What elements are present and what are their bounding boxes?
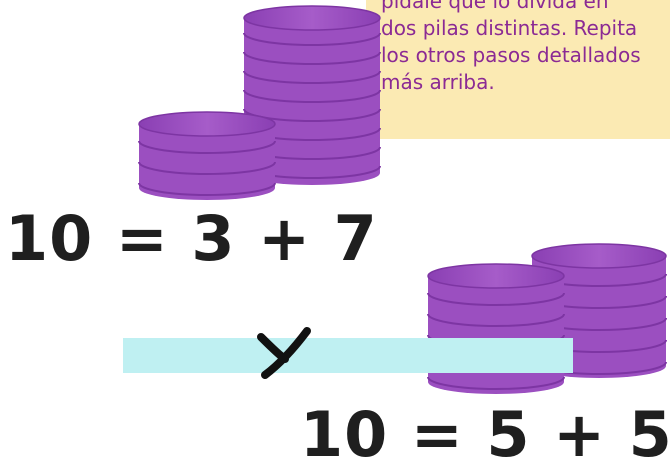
- coin-edge: [243, 70, 381, 84]
- coin-stack-7: [243, 5, 381, 185]
- coin-stack-5-left: [427, 263, 565, 394]
- coin-stack-body: [428, 276, 564, 394]
- coin-top: [427, 263, 565, 289]
- instruction-text: pídale que lo divida en dos pilas distin…: [381, 0, 641, 94]
- instruction-note: [366, 0, 670, 139]
- connector-y: Y: [255, 325, 311, 379]
- coin-edge: [138, 182, 276, 196]
- coin-stack-3: [138, 111, 276, 200]
- coin-top: [138, 111, 276, 137]
- equation-ten-equals-three-plus-seven: 10 = 3 + 7: [5, 202, 378, 275]
- highlight-bar: [123, 338, 573, 373]
- coin-top: [531, 243, 667, 269]
- equation-ten-equals-five-plus-five: 10 = 5 + 5: [300, 398, 670, 471]
- coin-edge: [427, 292, 565, 306]
- coin-edge: [243, 51, 381, 65]
- coin-edge: [138, 140, 276, 154]
- coin-edge: [427, 313, 565, 327]
- coin-edge: [138, 161, 276, 175]
- coin-edge: [243, 89, 381, 103]
- coin-edge: [243, 32, 381, 46]
- coin-edge: [427, 376, 565, 390]
- coin-stack-body: [139, 124, 275, 200]
- svg-text:Y: Y: [255, 325, 256, 326]
- coin-top: [243, 5, 381, 31]
